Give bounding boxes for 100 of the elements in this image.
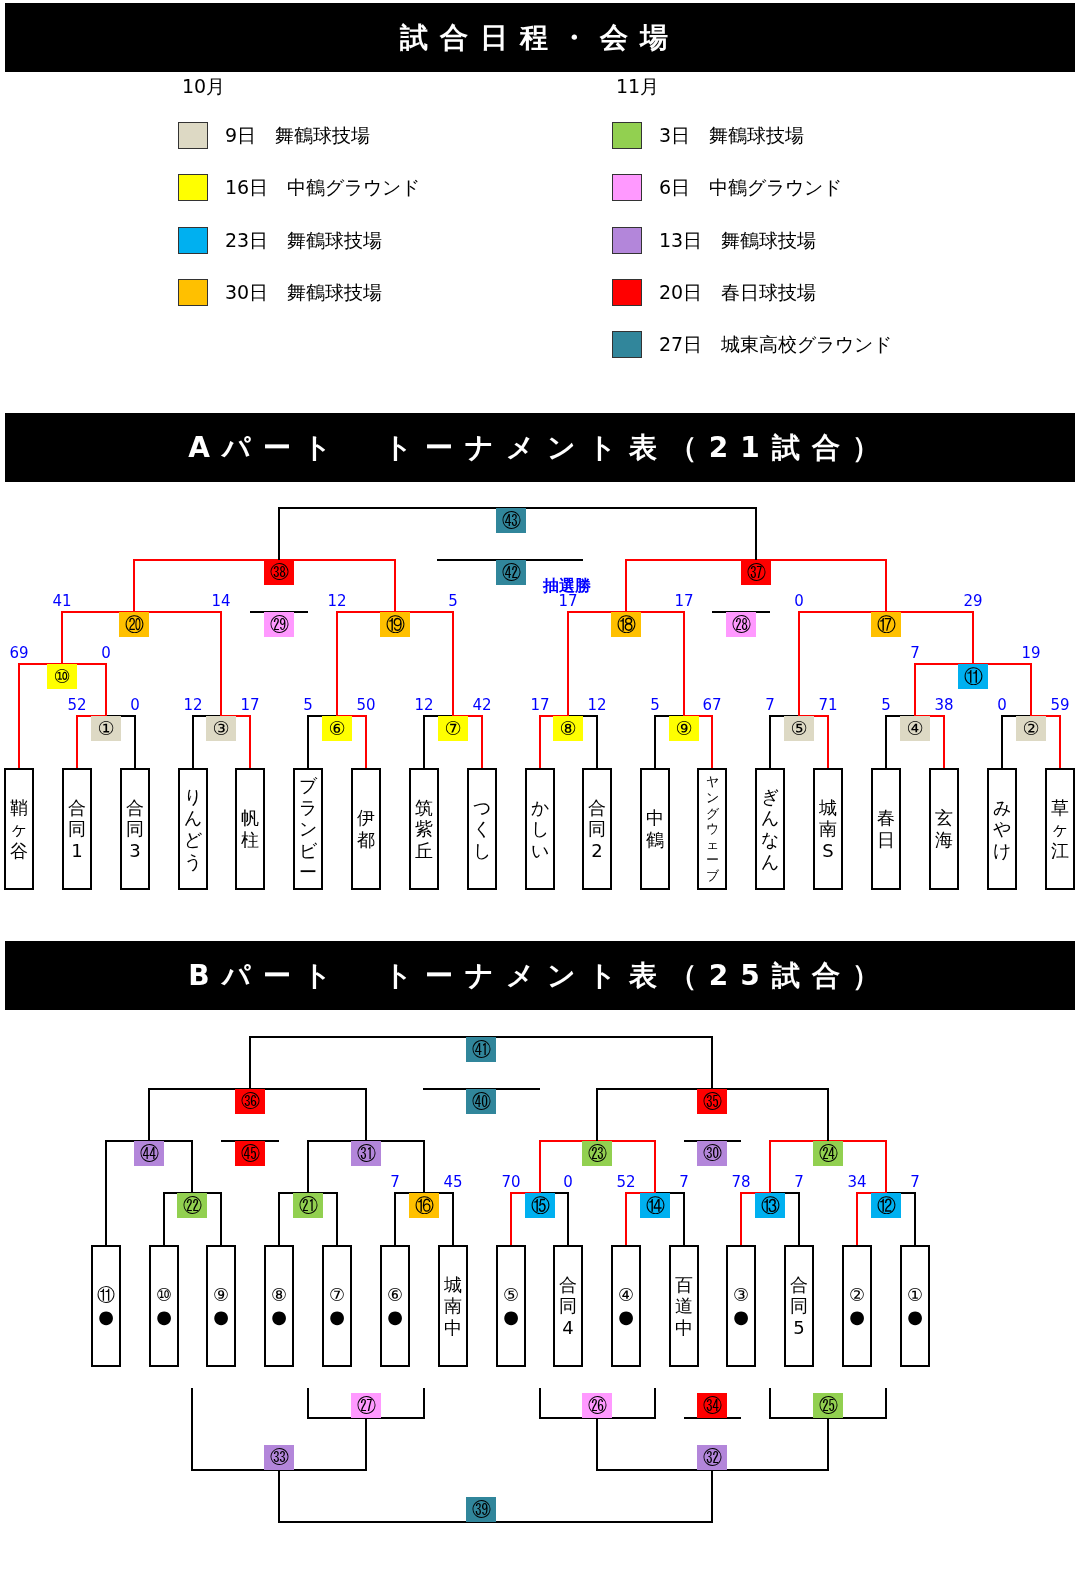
bracket-line bbox=[133, 611, 222, 717]
match-number-badge: ⑪ bbox=[958, 664, 988, 689]
bracket-line bbox=[539, 1140, 598, 1194]
match-number-badge: ㉖ bbox=[582, 1393, 612, 1418]
match-number-badge: ⑳ bbox=[119, 612, 149, 637]
bracket-line bbox=[755, 559, 887, 613]
team-name: 玄海 bbox=[935, 807, 953, 851]
team-name: ⑧ bbox=[270, 1284, 288, 1306]
bracket-line bbox=[510, 1192, 541, 1246]
team-name: ⑥ bbox=[386, 1284, 404, 1306]
bracket-line bbox=[192, 715, 222, 769]
team-box bbox=[351, 768, 381, 890]
match-number-badge: ⑱ bbox=[611, 612, 641, 637]
bracket-line bbox=[452, 715, 483, 769]
bracket-line bbox=[856, 1192, 887, 1246]
team-name: ● bbox=[502, 1306, 520, 1328]
team-name: ⑤ bbox=[502, 1284, 520, 1306]
match-number-badge: ㊳ bbox=[264, 560, 294, 585]
team-name: ● bbox=[386, 1306, 404, 1328]
team-name: 筑紫丘 bbox=[415, 796, 433, 862]
team-box bbox=[293, 768, 323, 890]
bracket-line bbox=[769, 1140, 829, 1194]
team-name: 城南S bbox=[819, 796, 837, 862]
section-title: 試合日程・会場 bbox=[400, 19, 680, 56]
match-number-badge: ⑭ bbox=[640, 1193, 670, 1218]
bracket-line bbox=[148, 1088, 251, 1142]
team-name: みやけ bbox=[993, 796, 1011, 862]
match-number-badge: ㉚ bbox=[697, 1141, 727, 1166]
team-name: 草ヶ江 bbox=[1051, 796, 1069, 862]
team-box bbox=[842, 1245, 872, 1367]
bracket-line bbox=[827, 1140, 887, 1194]
match-number-badge: ⑮ bbox=[525, 1193, 555, 1218]
team-name: 合同3 bbox=[126, 796, 144, 862]
match-number-badge: ㊺ bbox=[235, 1141, 265, 1166]
team-name: ● bbox=[270, 1306, 288, 1328]
team-name: 中鶴 bbox=[646, 807, 664, 851]
team-box bbox=[409, 768, 439, 890]
match-number-badge: ㊴ bbox=[466, 1497, 496, 1522]
legend-text: 23日 舞鶴球技場 bbox=[225, 228, 383, 253]
bracket-line bbox=[914, 715, 945, 769]
team-name: ③ bbox=[732, 1284, 750, 1306]
team-box bbox=[987, 768, 1017, 890]
team-box bbox=[755, 768, 785, 890]
team-name: りんどう bbox=[184, 785, 202, 873]
team-name: ブランビー bbox=[299, 775, 317, 883]
bracket-line bbox=[394, 611, 454, 717]
bracket-line bbox=[1001, 715, 1032, 769]
match-number-badge: ㉕ bbox=[813, 1393, 843, 1418]
bracket-line bbox=[249, 1088, 367, 1142]
team-box bbox=[553, 1245, 583, 1367]
section-title: Bパート トーナメント表（25試合） bbox=[188, 957, 892, 994]
legend-text: 6日 中鶴グラウンド bbox=[659, 175, 843, 200]
team-name: 帆柱 bbox=[241, 807, 259, 851]
bracket-line bbox=[394, 1192, 425, 1246]
match-number-badge: ㉗ bbox=[351, 1393, 381, 1418]
bracket-line bbox=[163, 1192, 193, 1246]
match-number-badge: ㉓ bbox=[582, 1141, 612, 1166]
team-name: ● bbox=[848, 1306, 866, 1328]
team-name: ● bbox=[617, 1306, 635, 1328]
team-box bbox=[91, 1245, 121, 1367]
bracket-line bbox=[596, 1088, 713, 1142]
team-box bbox=[4, 768, 34, 890]
match-number-badge: ⑰ bbox=[871, 612, 901, 637]
match-number-badge: ㉟ bbox=[697, 1089, 727, 1114]
bracket-line bbox=[278, 1192, 309, 1246]
team-name: ⑩ bbox=[155, 1284, 173, 1306]
match-number-badge: ㊸ bbox=[496, 508, 526, 533]
bracket-line bbox=[365, 1140, 425, 1194]
bracket-line bbox=[61, 663, 107, 717]
team-box bbox=[871, 768, 901, 890]
team-box bbox=[264, 1245, 294, 1367]
bracket-line bbox=[625, 1192, 656, 1246]
month-label: 11月 bbox=[616, 74, 660, 99]
team-box bbox=[669, 1245, 699, 1367]
team-box bbox=[206, 1245, 236, 1367]
match-number-badge: ㉛ bbox=[351, 1141, 381, 1166]
bracket-line bbox=[769, 715, 800, 769]
team-box bbox=[178, 768, 208, 890]
bracket-line bbox=[105, 715, 136, 769]
legend-text: 13日 舞鶴球技場 bbox=[659, 228, 817, 253]
legend-text: 3日 舞鶴球技場 bbox=[659, 123, 805, 148]
team-box bbox=[467, 768, 497, 890]
bracket-line bbox=[423, 1192, 454, 1246]
bracket-line bbox=[625, 611, 685, 717]
match-number-badge: ⑫ bbox=[871, 1193, 901, 1218]
bracket-line bbox=[625, 559, 757, 613]
bracket-line bbox=[683, 715, 713, 769]
team-name: 合同5 bbox=[790, 1273, 808, 1339]
team-box bbox=[611, 1245, 641, 1367]
note-text: 抽選勝 bbox=[543, 576, 591, 595]
bracket-line bbox=[654, 1192, 685, 1246]
team-box bbox=[438, 1245, 468, 1367]
bracket-line bbox=[711, 1088, 829, 1142]
bracket-line bbox=[76, 715, 107, 769]
bracket-line bbox=[596, 1140, 656, 1194]
bracket-line bbox=[914, 663, 974, 717]
team-name: 春日 bbox=[877, 807, 895, 851]
bracket-line bbox=[1030, 715, 1061, 769]
bracket-line bbox=[307, 715, 338, 769]
team-name: つくし bbox=[473, 796, 491, 862]
